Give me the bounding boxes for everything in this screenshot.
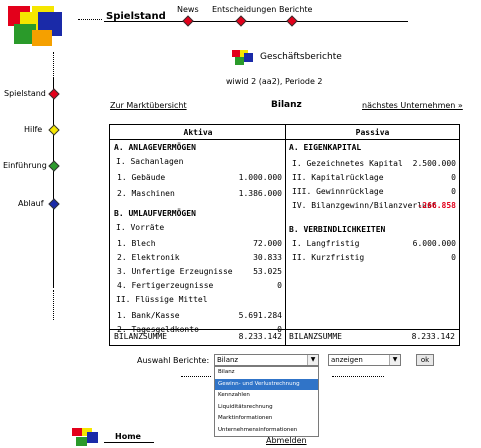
side-ablauf-diamond-icon[interactable] [48, 198, 60, 210]
action-select[interactable]: anzeigen ▼ [328, 354, 401, 366]
report-dropdown[interactable]: Bilanz Gewinn- und Verlustrechnung Kennz… [214, 366, 319, 437]
table-row: I. Vorräte [116, 223, 165, 232]
dropdown-option[interactable]: Bilanz [218, 369, 235, 375]
nav-active-label: Spielstand [106, 11, 166, 22]
dropdown-option[interactable]: Unternehmensinformationen [218, 426, 298, 433]
side-hilfe-diamond-icon[interactable] [48, 124, 60, 136]
aktiva-header: Aktiva [110, 125, 286, 140]
dropdown-option[interactable]: Liquiditätsrechnung [218, 403, 273, 410]
side-spielstand-diamond-icon[interactable] [48, 88, 60, 100]
nav-berichte-diamond-icon[interactable] [286, 15, 298, 27]
balance-table: Aktiva Passiva A. ANLAGEVERMÖGEN I. Sach… [109, 124, 460, 346]
table-row: B. VERBINDLICHKEITEN [289, 225, 386, 234]
section-logo-icon [232, 50, 256, 66]
dropdown-option-highlighted[interactable]: Gewinn- und Verlustrechnung [215, 378, 318, 390]
table-row: A. ANLAGEVERMÖGEN [114, 143, 196, 152]
report-select[interactable]: Bilanz ▼ [214, 354, 319, 366]
table-row: I. Sachanlagen [116, 157, 184, 166]
logo [8, 6, 72, 48]
table-row: IV. Bilanzgewinn/Bilanzverlust-266.858 [292, 201, 456, 210]
table-row: B. UMLAUFVERMÖGEN [114, 209, 196, 218]
passiva-header: Passiva [286, 125, 459, 140]
table-row: A. EIGENKAPITAL [289, 143, 362, 152]
nav-item-berichte[interactable]: Berichte [279, 5, 313, 14]
section-title: Geschäftsberichte [260, 52, 342, 62]
report-select-value: Bilanz [217, 356, 239, 364]
logout-link[interactable]: Abmelden [266, 436, 307, 445]
nav-item-entscheidungen[interactable]: Entscheidungen [212, 5, 277, 14]
aktiva-column: A. ANLAGEVERMÖGEN I. Sachanlagen 1. Gebä… [114, 141, 282, 334]
side-einfuehrung-diamond-icon[interactable] [48, 160, 60, 172]
table-row: II. Flüssige Mittel [116, 295, 208, 304]
nav-item-news[interactable]: News [177, 5, 199, 14]
dropdown-option[interactable]: Kennzahlen [218, 392, 250, 398]
chevron-down-icon[interactable]: ▼ [307, 355, 318, 365]
side-item-ablauf[interactable]: Ablauf [18, 199, 44, 208]
home-link[interactable]: Home [115, 432, 141, 441]
report-label: Auswahl Berichte: [137, 356, 210, 365]
next-link[interactable]: nächstes Unternehmen » [362, 101, 463, 110]
action-select-value: anzeigen [331, 356, 363, 364]
chevron-down-icon[interactable]: ▼ [389, 355, 400, 365]
footer-logo [72, 428, 102, 446]
section-subtitle: wiwid 2 (aa2), Periode 2 [226, 77, 323, 86]
nav-news-diamond-icon[interactable] [182, 15, 194, 27]
dropdown-option[interactable]: Marktinformationen [218, 415, 273, 421]
side-item-einfuehrung[interactable]: Einführung [3, 161, 47, 170]
side-item-spielstand[interactable]: Spielstand [4, 89, 46, 98]
nav-entscheidungen-diamond-icon[interactable] [235, 15, 247, 27]
ok-button[interactable]: ok [416, 354, 434, 366]
page-title: Bilanz [271, 100, 302, 110]
side-item-hilfe[interactable]: Hilfe [24, 125, 43, 134]
back-link[interactable]: Zur Marktübersicht [110, 101, 187, 110]
